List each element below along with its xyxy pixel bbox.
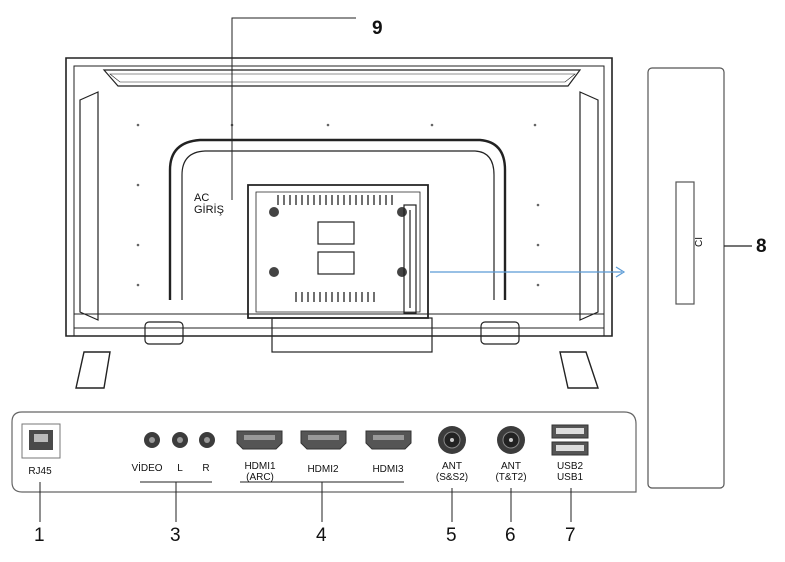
ant-terrestrial-sub-label: (T&T2)	[495, 472, 527, 483]
hdmi2-label: HDMI2	[307, 464, 339, 475]
ci-slot-label: CI	[694, 237, 705, 247]
callout-leaders	[39, 481, 572, 522]
callout-3: 3	[170, 525, 181, 546]
ci-side-panel	[647, 67, 752, 489]
callout-9-leader	[231, 17, 356, 200]
hdmi1-label: HDMI1	[244, 461, 276, 472]
av-jacks	[144, 432, 215, 448]
usb1-label: USB1	[556, 472, 584, 483]
ant-satellite-label: ANT	[442, 461, 462, 472]
speaker-grilles	[144, 321, 520, 345]
callout-6: 6	[505, 525, 516, 546]
port-column	[403, 204, 417, 314]
ci-arrow	[430, 266, 626, 278]
hdmi1-arc-label: (ARC)	[246, 472, 274, 483]
ant-satellite-sub-label: (S&S2)	[435, 472, 469, 483]
rj45-label: RJ45	[28, 466, 52, 477]
audio-r-label: R	[202, 463, 210, 474]
callout-4: 4	[316, 525, 327, 546]
callout-7: 7	[565, 525, 576, 546]
video-label: VİDEO	[131, 463, 163, 474]
rj45-port	[21, 423, 61, 459]
vent-slots	[277, 195, 393, 302]
callout-9: 9	[372, 18, 383, 39]
ant-terrestrial-label: ANT	[501, 461, 521, 472]
connector-panel	[11, 411, 637, 493]
antenna-connectors	[438, 426, 525, 454]
usb-ports	[551, 424, 589, 456]
hdmi3-label: HDMI3	[372, 464, 404, 475]
ac-input-label-line2: GİRİŞ	[194, 204, 224, 216]
hdmi-inner	[244, 435, 404, 440]
screw-dots	[136, 123, 540, 287]
callout-1: 1	[34, 525, 45, 546]
ac-input-label-line1: AC	[194, 192, 210, 204]
usb2-label: USB2	[556, 461, 584, 472]
tv-back-panel	[65, 57, 613, 389]
callout-5: 5	[446, 525, 457, 546]
vesa-mount-holes	[269, 207, 407, 277]
audio-l-label: L	[177, 463, 183, 474]
callout-8: 8	[756, 236, 767, 257]
